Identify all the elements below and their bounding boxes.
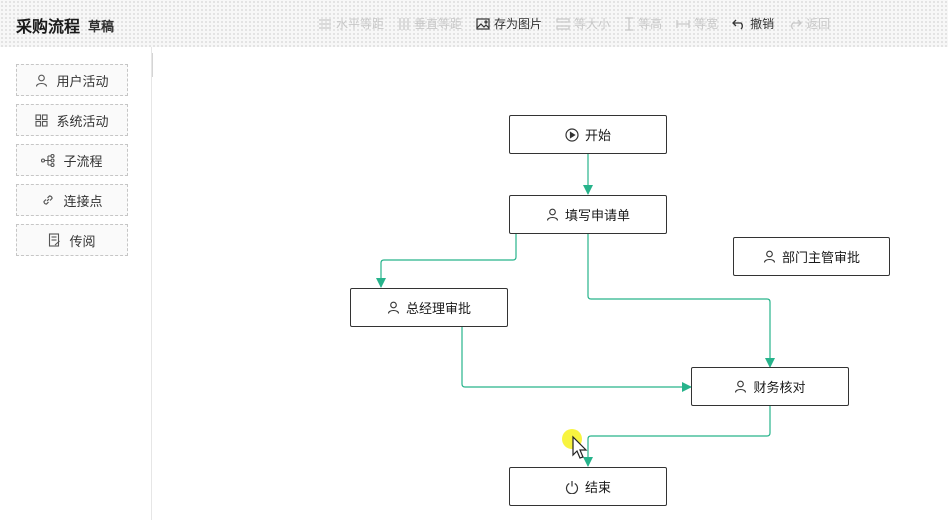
user-icon [387, 301, 400, 314]
save-image-label: 存为图片 [494, 17, 543, 31]
align-vertical-button[interactable]: 垂直等距 [398, 15, 462, 32]
user-icon [763, 250, 776, 263]
node-label: 部门主管审批 [781, 251, 860, 266]
node-gm-approval[interactable]: 总经理审批 [350, 288, 508, 327]
user-icon [546, 208, 559, 221]
node-fill-request[interactable]: 填写申请单 [509, 195, 667, 234]
toolbar: 水平等距 垂直等距 存为图片 等大小 [318, 15, 844, 32]
palette-item-label: 用户活动 [56, 74, 109, 90]
palette-item-label: 连接点 [63, 194, 103, 210]
align-horizontal-button[interactable]: 水平等距 [318, 15, 384, 32]
node-start[interactable]: 开始 [509, 115, 667, 154]
same-width-label: 等宽 [694, 17, 719, 31]
palette-item-subflow[interactable]: 子流程 [16, 144, 128, 176]
palette-item-label: 子流程 [63, 154, 103, 170]
same-size-label: 等大小 [574, 17, 611, 31]
node-palette: 用户活动 系统活动 子流程 连接点 传阅 [0, 47, 152, 520]
arrow-pointer-icon [572, 435, 588, 459]
align-horizontal-icon [319, 18, 331, 29]
user-icon [36, 74, 48, 87]
node-end[interactable]: 结束 [509, 467, 667, 506]
palette-item-system-activity[interactable]: 系统活动 [16, 104, 128, 136]
node-label: 结束 [584, 481, 611, 496]
save-image-button[interactable]: 存为图片 [476, 15, 542, 32]
node-dept-approval[interactable]: 部门主管审批 [733, 237, 890, 276]
align-vertical-label: 垂直等距 [414, 17, 463, 31]
header-bar: 采购流程 草稿 水平等距 垂直等距 存为图片 [0, 0, 948, 47]
node-label: 填写申请单 [564, 209, 630, 224]
grid-icon [35, 113, 49, 127]
same-width-icon [676, 19, 690, 28]
document-icon [49, 233, 61, 247]
same-size-icon [556, 17, 570, 30]
align-horizontal-label: 水平等距 [336, 17, 385, 31]
status-badge: 草稿 [88, 20, 115, 35]
same-height-button[interactable]: 等高 [624, 15, 662, 32]
node-label: 开始 [584, 129, 611, 144]
palette-item-circulate[interactable]: 传阅 [16, 224, 128, 256]
link-icon [43, 195, 54, 205]
same-width-button[interactable]: 等宽 [676, 15, 718, 32]
undo-icon [732, 19, 744, 29]
palette-item-label: 系统活动 [56, 114, 109, 130]
redo-button[interactable]: 返回 [788, 15, 830, 32]
mouse-cursor [562, 429, 588, 459]
play-circle-icon [565, 127, 579, 142]
node-label: 财务核对 [753, 381, 806, 396]
redo-label: 返回 [806, 17, 831, 31]
palette-item-connection-point[interactable]: 连接点 [16, 184, 128, 216]
subflow-icon [41, 153, 56, 167]
user-icon [735, 380, 747, 393]
align-vertical-icon [399, 17, 409, 30]
node-finance-check[interactable]: 财务核对 [691, 367, 849, 406]
node-label: 总经理审批 [405, 302, 471, 317]
undo-label: 撤销 [750, 17, 775, 31]
same-size-button[interactable]: 等大小 [556, 15, 610, 32]
power-icon [565, 480, 579, 494]
palette-item-label: 传阅 [69, 234, 96, 250]
same-height-icon [625, 16, 634, 31]
image-icon [476, 17, 490, 30]
palette-item-user-activity[interactable]: 用户活动 [16, 64, 128, 96]
undo-button[interactable]: 撤销 [732, 15, 774, 32]
page-title: 采购流程 [16, 17, 81, 36]
redo-icon [791, 19, 803, 29]
same-height-label: 等高 [638, 17, 663, 31]
